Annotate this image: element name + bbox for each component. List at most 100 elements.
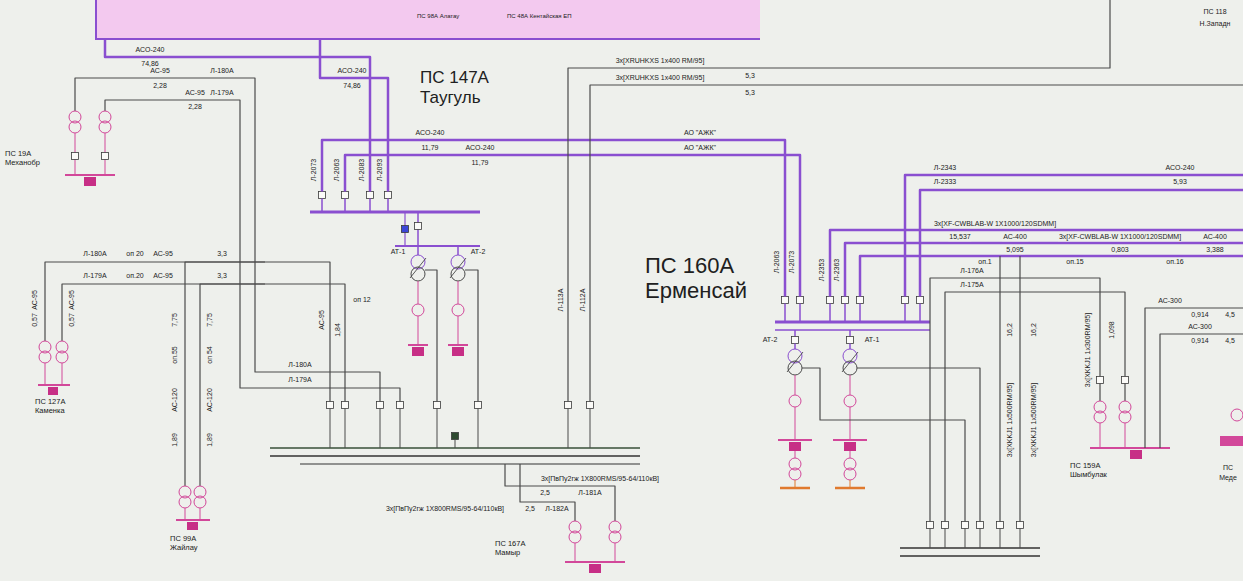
transformer-winding <box>1119 411 1131 423</box>
wire <box>615 543 616 562</box>
wire <box>575 543 576 562</box>
line-label: оп.55 <box>171 345 179 364</box>
line-label: Л-2353 <box>818 258 826 283</box>
line-label: АС-300 <box>1157 297 1183 305</box>
feeder-line <box>140 100 265 388</box>
switchgear-block <box>452 347 464 356</box>
circuit-breaker <box>827 297 834 304</box>
bus-bar <box>778 439 812 441</box>
feeder-line <box>140 78 265 372</box>
line-label: АС-400 <box>1202 233 1228 241</box>
line-label: 11,79 <box>471 159 490 167</box>
wire <box>799 225 802 297</box>
wire <box>458 281 459 304</box>
wire <box>1100 423 1101 448</box>
transformer-winding <box>99 121 111 133</box>
wire <box>859 304 861 323</box>
circuit-breaker <box>565 402 572 409</box>
line-label: Л-180А <box>209 67 234 75</box>
line-label: АТ-2 <box>762 336 779 344</box>
line-label: Л-2333 <box>933 178 958 186</box>
feeder-line <box>1045 278 1100 300</box>
circuit-breaker <box>327 402 334 409</box>
line-label: 2,5 <box>539 489 551 497</box>
circuit-breaker <box>452 433 459 440</box>
line-label: 0,914 <box>1190 311 1210 319</box>
line-label: 2,28 <box>152 82 168 90</box>
switchgear-block <box>187 522 198 530</box>
circuit-breaker <box>857 297 864 304</box>
wire <box>787 352 803 372</box>
line-label: 0,57 <box>31 312 39 328</box>
line-label: Меде <box>1218 474 1238 482</box>
line-label: АС-95 <box>152 250 174 258</box>
feeder-line <box>1045 292 1125 300</box>
line-label: 15,537 <box>948 233 971 241</box>
circuit-breaker <box>475 402 482 409</box>
wire <box>850 375 851 395</box>
bus-bar <box>448 344 468 346</box>
circuit-breaker <box>997 522 1004 529</box>
line-label: Л-175А <box>959 281 984 289</box>
line-label: АС-95 <box>68 289 76 311</box>
feeder-line <box>200 284 265 480</box>
circuit-breaker <box>377 402 384 409</box>
circuit-breaker <box>927 522 934 529</box>
line-label: АС-300 <box>1187 323 1213 331</box>
switchgear-block <box>412 347 424 356</box>
wire <box>945 529 946 549</box>
wire <box>850 451 851 458</box>
circuit-breaker <box>797 297 804 304</box>
substation: ПС 127А Каменка <box>15 330 115 425</box>
wire <box>919 304 921 323</box>
transformer-winding <box>39 351 51 363</box>
line-label: 3x[XRUHKXS 1x400 RM/95] <box>615 74 706 82</box>
line-label: 5,3 <box>744 72 756 80</box>
transformer-winding <box>194 496 206 508</box>
wire <box>829 304 831 323</box>
substation: ПС 160А Ерменсай <box>640 225 1045 560</box>
wire <box>417 212 419 255</box>
circuit-breaker <box>587 402 594 409</box>
wire <box>437 409 438 449</box>
wire <box>574 515 575 521</box>
line-label: 11,79 <box>421 144 440 152</box>
wire <box>590 409 591 449</box>
line-label: оп 54 <box>206 345 214 364</box>
wire <box>930 278 1045 522</box>
line-label: 3x[XKKJ1 1x500RM/95] <box>1006 382 1014 458</box>
line-label: 0,57 <box>68 312 76 328</box>
substation-name: ПС 99А Жайлау <box>170 535 225 552</box>
wire <box>1000 529 1001 549</box>
line-label: Л-2073 <box>788 250 796 275</box>
wire <box>330 409 331 449</box>
line-label: АС-95 <box>184 89 206 97</box>
line-label: 3x[ПвПу2гж 1X800RMS/95-64/110кВ] <box>385 505 505 513</box>
line-label: 3x[XKKJ1 1x500RM/95] <box>1030 382 1038 458</box>
bus-bar <box>270 455 640 456</box>
line-label: 1,89 <box>171 432 179 448</box>
wire <box>568 0 1110 402</box>
line-label: Л-2363 <box>833 258 841 283</box>
wire <box>904 304 906 323</box>
line-label: оп.15 <box>1065 258 1084 266</box>
substation: ПС 99А Жайлау <box>150 480 240 580</box>
substation-name: ПС 167А Мамыр <box>495 540 550 557</box>
line-label: 3,3 <box>216 250 228 258</box>
wire <box>380 409 381 449</box>
line-label: 2,5 <box>524 505 536 513</box>
line-label: оп.16 <box>1165 258 1184 266</box>
wire <box>930 529 931 549</box>
transformer-winding <box>1231 409 1243 421</box>
circuit-breaker <box>342 192 349 199</box>
line-label: АС-120 <box>206 387 214 413</box>
wire <box>265 372 380 402</box>
line-label: 4,5 <box>1224 311 1236 319</box>
feeder-line <box>45 262 265 330</box>
wire <box>784 304 786 323</box>
bus-bar <box>833 439 867 441</box>
transformer-winding <box>789 468 801 480</box>
line-label: АО "АЖК" <box>683 129 717 137</box>
